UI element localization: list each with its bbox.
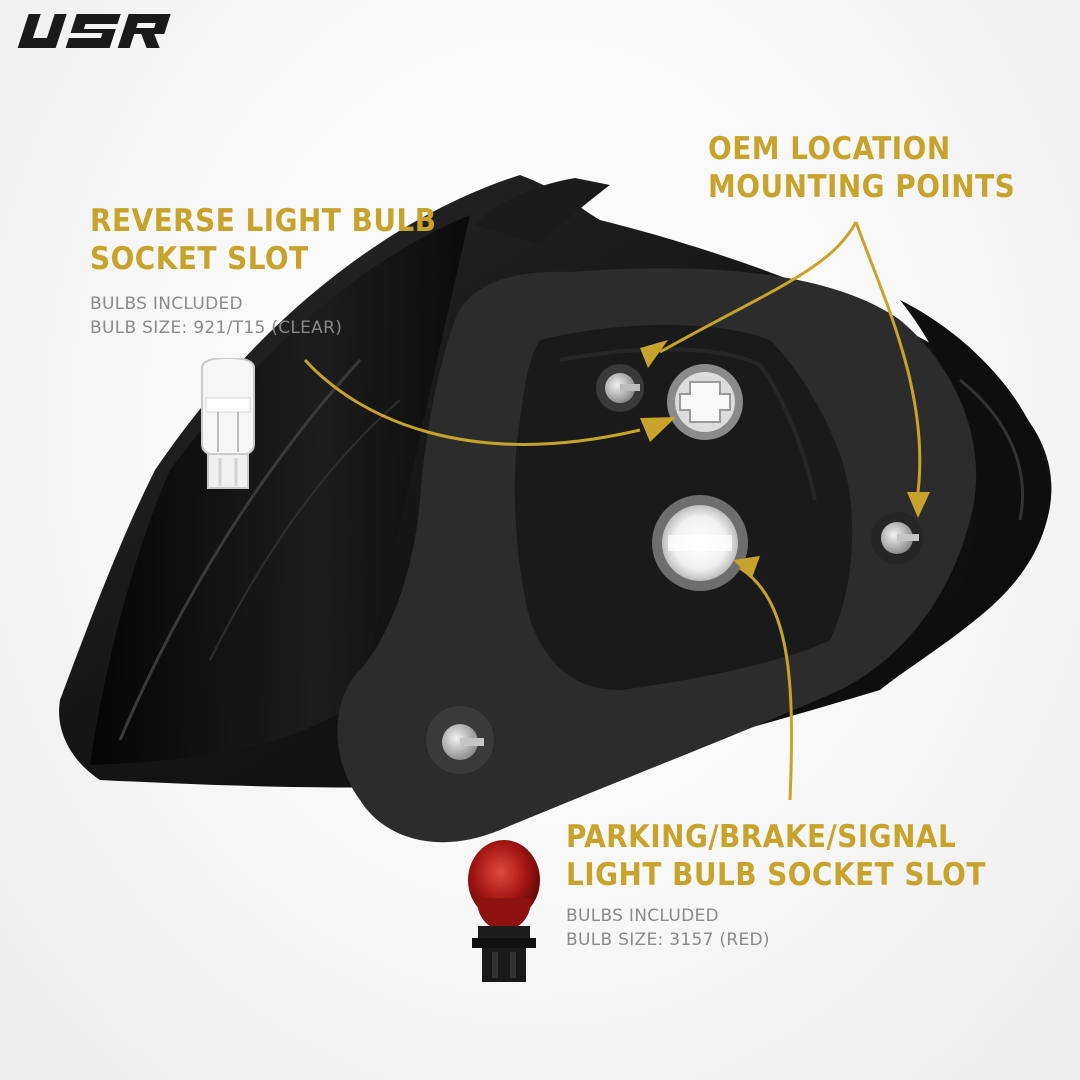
oem-title-line1: OEM LOCATION [708,131,951,167]
clear-bulb-icon [201,358,255,489]
parking-title-line2: LIGHT BULB SOCKET SLOT [566,857,986,893]
mounting-stud-bottom [426,706,494,774]
brand-logo [17,14,171,48]
parking-callout: PARKING/BRAKE/SIGNAL LIGHT BULB SOCKET S… [566,818,986,952]
oem-title-line2: MOUNTING POINTS [708,169,1016,205]
parking-detail-line1: BULBS INCLUDED [566,906,719,926]
callout-arrowheads [640,340,930,578]
reverse-title-line2: SOCKET SLOT [90,241,309,277]
parking-title-line1: PARKING/BRAKE/SIGNAL [566,819,957,855]
callout-lines [303,221,922,801]
parking-bulb-socket [652,495,748,591]
parking-detail-line2: BULB SIZE: 3157 (RED) [566,930,770,950]
mounting-stud-top-left [596,364,644,412]
reverse-detail-line2: BULB SIZE: 921/T15 (CLEAR) [90,318,343,338]
red-bulb-icon [468,840,540,982]
reverse-title-line1: REVERSE LIGHT BULB [90,203,437,239]
reverse-callout: REVERSE LIGHT BULB SOCKET SLOT BULBS INC… [90,202,437,340]
top-fin [475,178,610,245]
mounting-stud-right [871,512,923,564]
oem-mounting-callout: OEM LOCATION MOUNTING POINTS [708,130,1015,206]
reverse-detail-line1: BULBS INCLUDED [90,294,243,314]
lens-edge [90,215,470,765]
reverse-bulb-socket [667,364,743,440]
